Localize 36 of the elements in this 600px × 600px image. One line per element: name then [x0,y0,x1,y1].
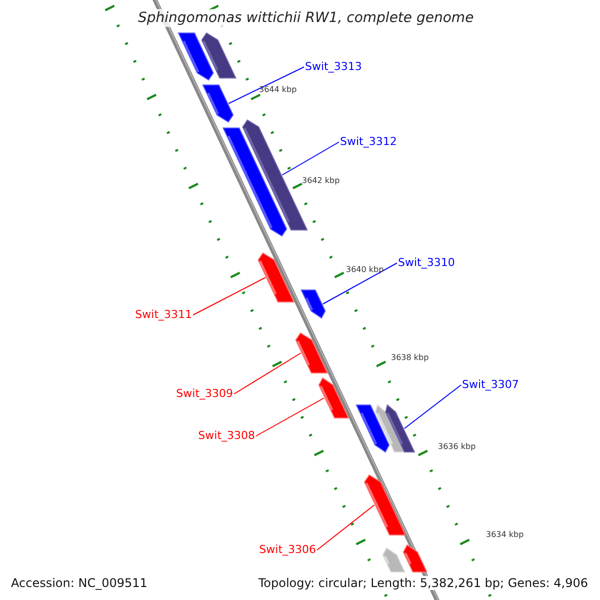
gene-block [300,290,326,319]
scale-label: 3642 kbp [302,177,340,185]
scale-label: 3640 kbp [346,266,384,274]
gene-block [402,544,428,572]
gene-block [201,32,236,78]
leader-line [228,66,304,104]
gene-block [382,547,406,572]
gene-label: Swit_3313 [305,61,362,72]
gene-block [258,252,295,302]
gene-label: Swit_3312 [340,136,397,147]
leader-line [256,398,325,436]
scale-label: 3634 kbp [486,531,524,539]
gene-block [318,377,350,418]
scale-label: 3638 kbp [391,354,429,362]
gene-label: Swit_3311 [135,309,192,320]
accession-text: Accession: NC_009511 [9,576,150,590]
leader-line [316,504,375,550]
gene-block [356,404,390,453]
gene-label: Swit_3310 [398,257,455,268]
gene-block [202,84,234,123]
leader-line [282,142,340,176]
gene-block [364,474,406,536]
leader-line [192,277,266,316]
genome-info-text: Topology: circular; Length: 5,382,261 bp; Genes: 4,906 [256,576,590,590]
scale-label: 3636 kbp [438,443,476,451]
gene-label: Swit_3307 [462,379,519,390]
gene-label: Swit_3306 [259,544,316,555]
gene-block [178,32,214,81]
gene-label: Swit_3308 [198,430,255,441]
gene-block [295,332,328,374]
leader-line [234,352,302,394]
gene-block [222,128,288,237]
gene-block [385,404,416,452]
scale-label: 3644 kbp [259,86,297,94]
gene-label: Swit_3309 [176,388,233,399]
leader-line [322,262,398,304]
